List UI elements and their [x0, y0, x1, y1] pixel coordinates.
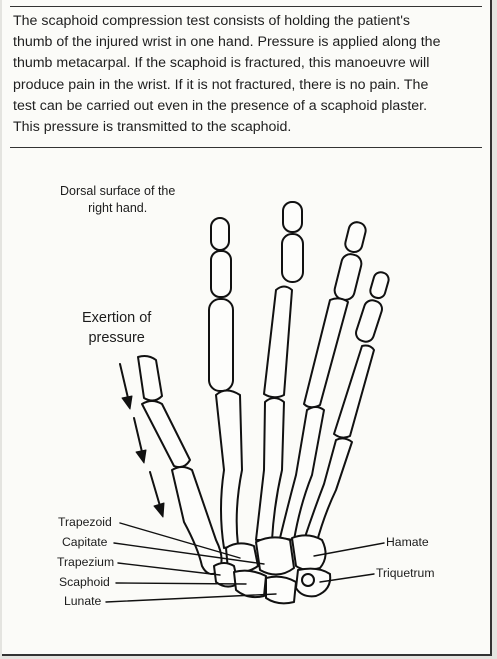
pisiform-bone: [301, 573, 315, 587]
leader-triquetrum: [319, 573, 375, 583]
index-proximal-phalanx: [208, 298, 234, 392]
leader-scaphoid: [115, 582, 247, 585]
figure-caption: Dorsal surface of the right hand.: [60, 183, 175, 217]
label-leader-lines: [105, 522, 385, 603]
pressure-arrows: [119, 363, 165, 518]
ring-metacarpal: [279, 406, 325, 541]
middle-middle-phalanx: [281, 233, 304, 283]
label-hamate: Hamate: [386, 535, 429, 549]
label-lunate: Lunate: [64, 594, 102, 608]
leader-capitate: [113, 542, 265, 565]
ring-proximal-phalanx: [303, 297, 349, 409]
paragraph-line: produce pain in the wrist. If it is not …: [13, 76, 429, 93]
leader-trapezoid: [119, 522, 241, 559]
little-distal-phalanx: [369, 271, 390, 300]
description-paragraph: The scaphoid compression test consists o…: [13, 11, 483, 138]
paragraph-line: This pressure is transmitted to the scap…: [13, 119, 292, 136]
figure-caption-line: right hand.: [88, 201, 148, 215]
pressure-label-line: pressure: [88, 330, 145, 346]
pressure-label: Exertion of pressure: [82, 308, 151, 348]
ring-distal-phalanx: [344, 221, 367, 254]
little-middle-phalanx: [355, 299, 383, 343]
ring-middle-phalanx: [333, 253, 363, 301]
index-middle-phalanx: [210, 250, 232, 298]
middle-metacarpal: [255, 397, 285, 541]
paragraph-line: test can be carried out even in the pres…: [13, 97, 428, 114]
thumb-distal-phalanx: [137, 355, 163, 402]
label-scaphoid: Scaphoid: [59, 575, 110, 589]
carpal-bones: [213, 534, 332, 605]
label-trapezium: Trapezium: [57, 555, 115, 569]
little-finger-bones: [303, 271, 390, 546]
scaphoid-bone: [233, 569, 267, 599]
index-distal-phalanx: [210, 217, 230, 251]
middle-proximal-phalanx: [263, 285, 293, 399]
thumb-bones: [137, 355, 223, 575]
paragraph-line: thumb metacarpal. If the scaphoid is fra…: [13, 55, 430, 72]
label-triquetrum: Triquetrum: [376, 566, 435, 580]
pressure-arrow-shaft: [133, 417, 143, 453]
label-capitate: Capitate: [62, 535, 108, 549]
index-finger-bones: [208, 217, 243, 549]
ring-finger-bones: [279, 221, 367, 541]
pressure-arrow-head: [153, 502, 165, 518]
paragraph-line: thumb of the injured wrist in one hand. …: [13, 34, 441, 51]
leader-hamate: [313, 542, 385, 557]
middle-finger-bones: [255, 201, 304, 541]
figure-caption-line: Dorsal surface of the: [60, 184, 176, 198]
little-proximal-phalanx: [333, 344, 375, 439]
pressure-arrow-shaft: [119, 363, 129, 399]
middle-distal-phalanx: [282, 201, 303, 233]
label-trapezoid: Trapezoid: [58, 515, 112, 529]
top-rule: [10, 6, 482, 7]
index-metacarpal: [215, 389, 243, 549]
pressure-label-line: Exertion of: [82, 310, 152, 326]
capitate-bone: [255, 536, 295, 576]
little-metacarpal: [303, 437, 353, 546]
pressure-arrow-head: [121, 395, 133, 410]
pressure-arrow-head: [135, 449, 147, 464]
thumb-proximal-phalanx: [141, 400, 191, 469]
lunate-bone: [265, 575, 297, 605]
paragraph-line: The scaphoid compression test consists o…: [13, 13, 411, 29]
section-rule: [10, 147, 482, 148]
thumb-metacarpal: [171, 466, 223, 575]
leader-lunate: [105, 593, 277, 603]
leader-trapezium: [117, 562, 221, 576]
pressure-arrow-shaft: [149, 471, 161, 507]
hamate-bone: [291, 534, 327, 571]
